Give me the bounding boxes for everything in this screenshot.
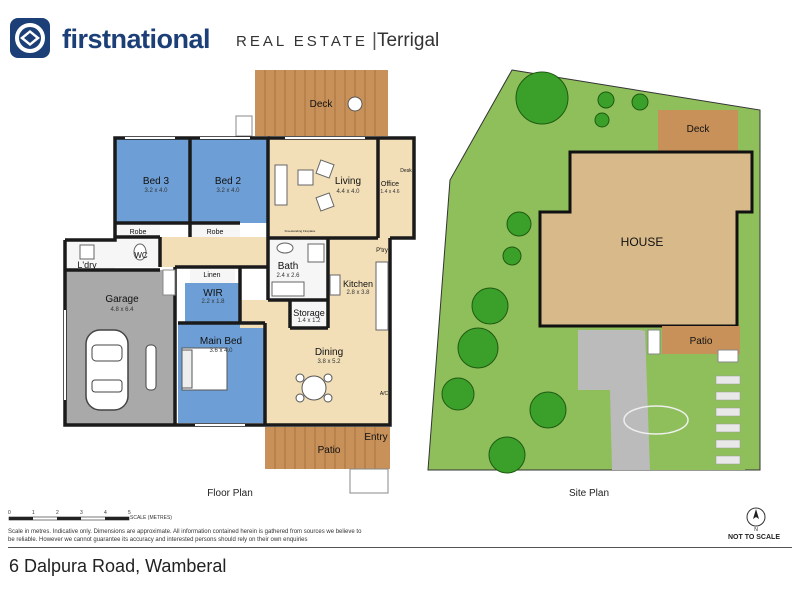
property-address: 6 Dalpura Road, Wamberal <box>9 556 227 576</box>
footer-divider <box>8 547 792 548</box>
label-entry: Entry <box>364 432 387 443</box>
office-label: Terrigal <box>376 30 440 51</box>
site-pavers <box>715 375 741 465</box>
scale-tick-4: 4 <box>104 510 107 516</box>
site-trees <box>441 71 649 474</box>
label-storage: Storage <box>293 308 325 318</box>
brand-name: firstnational <box>62 24 211 55</box>
scale-tick-0: 0 <box>8 510 11 516</box>
label-robe2: Robe <box>207 229 224 236</box>
site-patio <box>662 326 740 354</box>
site-pool-outline <box>623 405 689 435</box>
label-robe1: Robe <box>130 229 147 236</box>
dim-kitchen: 2.8 x 3.8 <box>346 290 370 296</box>
floor-plan: Deck Bed 3 Bed 2 Living Office Robe Robe… <box>63 70 416 494</box>
dim-bath: 2.4 x 2.6 <box>276 273 300 279</box>
label-wir: WIR <box>203 288 222 299</box>
label-patio: Patio <box>318 445 341 456</box>
brand-first: first <box>62 24 111 54</box>
label-main-bed: Main Bed <box>200 336 242 347</box>
label-deck: Deck <box>310 99 334 110</box>
label-bath: Bath <box>278 261 299 272</box>
site-plan-caption: Site Plan <box>569 488 609 499</box>
header: firstnational REAL ESTATE |Terrigal <box>0 0 800 70</box>
room-wir <box>185 283 240 323</box>
dim-garage: 4.8 x 6.4 <box>110 307 134 313</box>
plans-drawing: Deck Bed 3 Bed 2 Living Office Robe Robe… <box>63 69 761 499</box>
label-bed3: Bed 3 <box>143 176 170 187</box>
car-icon <box>85 329 129 411</box>
label-ff: Freestanding Fireplace <box>285 229 316 233</box>
scale-bar: 0 1 2 3 4 5 <box>8 510 131 521</box>
site-label-deck: Deck <box>687 124 711 135</box>
label-desk: Desk <box>400 168 412 174</box>
brand-tagline: REAL ESTATE <box>236 33 368 50</box>
scale-label: SCALE (METRES) <box>130 515 172 521</box>
deck-area <box>255 70 388 136</box>
brand-second: national <box>110 24 211 54</box>
room-office <box>378 138 414 238</box>
dim-bed3: 3.2 x 4.0 <box>144 188 168 194</box>
not-to-scale-label: NOT TO SCALE <box>728 534 780 541</box>
deck-table-icon <box>347 96 363 112</box>
label-wc: WC <box>134 251 148 260</box>
patio-area <box>265 427 390 469</box>
site-deck <box>658 110 738 152</box>
room-robe1 <box>115 223 160 237</box>
office-name: |Terrigal <box>372 30 440 51</box>
dim-storage: 1.4 x 1.2 <box>297 318 321 324</box>
disclaimer-text: Scale in metres. Indicative only. Dimens… <box>8 529 362 543</box>
room-bed3 <box>115 138 190 223</box>
scale-tick-3: 3 <box>80 510 83 516</box>
label-garage: Garage <box>105 294 139 305</box>
north-label: N <box>754 527 758 532</box>
motorbike-icon <box>145 344 157 391</box>
label-living: Living <box>335 176 361 187</box>
dim-dining: 3.8 x 5.2 <box>317 359 341 365</box>
dim-wir: 2.2 x 1.8 <box>201 299 225 305</box>
scale-tick-2: 2 <box>56 510 59 516</box>
dim-main-bed: 3.6 x 4.0 <box>209 348 233 354</box>
first-national-logo-icon <box>10 18 50 58</box>
label-ac: A/C <box>380 391 389 397</box>
dim-office: 1.4 x 4.6 <box>380 189 399 195</box>
floor-plan-caption: Floor Plan <box>207 488 253 499</box>
north-arrow-icon: N <box>746 507 766 532</box>
site-label-house: HOUSE <box>621 235 664 249</box>
room-bed2 <box>190 138 268 223</box>
site-label-patio: Patio <box>690 336 713 347</box>
label-office: Office <box>381 181 399 188</box>
scale-tick-5: 5 <box>128 510 131 516</box>
label-bed2: Bed 2 <box>215 176 242 187</box>
label-ldry: L'dry <box>77 260 97 270</box>
dim-bed2: 3.2 x 4.0 <box>216 188 240 194</box>
scale-tick-1: 1 <box>32 510 35 516</box>
site-plan: Deck HOUSE Patio <box>427 69 761 474</box>
dim-living: 4.4 x 4.0 <box>336 189 360 195</box>
room-linen <box>190 267 235 283</box>
dining-table-icon <box>301 375 327 401</box>
label-linen: Linen <box>203 272 220 279</box>
label-dining: Dining <box>315 347 343 358</box>
label-pty: P'try <box>376 248 388 254</box>
room-storage <box>290 300 328 328</box>
room-robe2 <box>190 223 240 237</box>
label-kitchen: Kitchen <box>343 279 373 289</box>
